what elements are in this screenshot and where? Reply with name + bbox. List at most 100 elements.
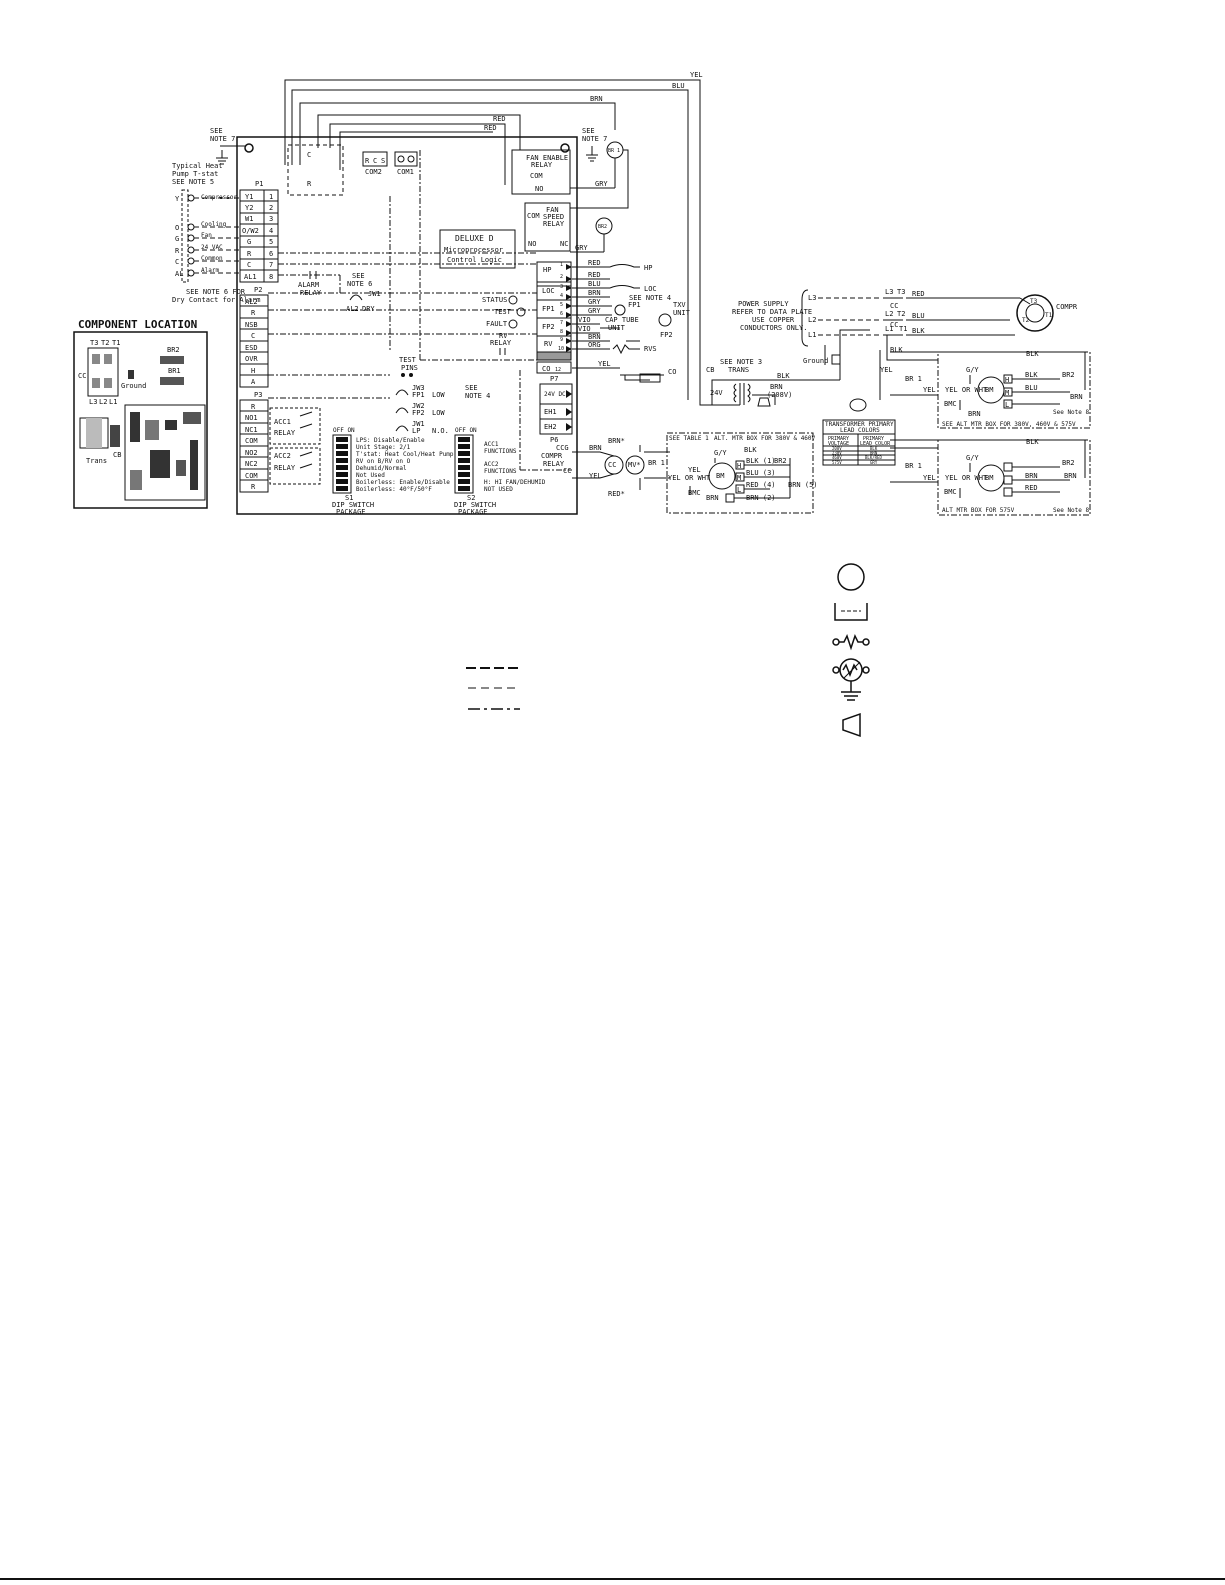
mid-blk: BLK: [744, 446, 757, 454]
cl-cb: CB: [113, 451, 121, 459]
rv-relay-1: RV: [499, 332, 508, 340]
page-bottom-rule: [0, 1578, 1225, 1580]
w-gry2: GRY: [588, 307, 601, 315]
term-hp: HP: [543, 266, 551, 274]
compr-relay-2: RELAY: [543, 460, 565, 468]
com2-block: [362, 151, 388, 167]
p1-n2: 2: [269, 204, 273, 212]
dip-s1-label-2: DIP SWITCH: [332, 501, 374, 509]
p2-ovr: OVR: [245, 355, 258, 363]
w-gry1: GRY: [588, 298, 601, 306]
dip-s1-body: [332, 434, 352, 494]
term-fp1-6: 6: [560, 311, 563, 317]
trans-label: TRANS: [728, 366, 749, 374]
top-bmc: BMC: [944, 400, 957, 408]
component-location-panel: COMPONENT LOCATION T3 T2 T1 CC L3 L2 L1 …: [73, 318, 208, 509]
br1-bot: BR 1: [905, 462, 922, 470]
alt-mtr-575: ALT MTR BOX FOR 575V: [942, 507, 1015, 514]
transformer-cb: [700, 329, 870, 407]
bot-gy: G/Y: [966, 454, 979, 462]
symbol-legend: [832, 563, 870, 738]
brn-208-1: BRN: [770, 383, 783, 391]
w-yel: YEL: [598, 360, 611, 368]
status-led: [508, 295, 518, 305]
p3-com2: COM: [245, 472, 258, 480]
cl-br1: BR1: [168, 367, 181, 375]
w-vio2: VIO: [578, 325, 591, 333]
wire-top-yel: YEL: [690, 71, 703, 79]
compr-t2: T2: [1022, 317, 1030, 324]
dip-s1-header: OFF ON: [333, 427, 355, 434]
note-6-1: SEE: [352, 272, 365, 280]
br1-symbol-label: BR 1: [608, 148, 620, 154]
term-loc-3: 3: [560, 284, 563, 290]
com1-block: [394, 151, 418, 167]
acc-relay-contacts: [269, 407, 321, 485]
alarm-relay: [309, 271, 317, 279]
p3-r1: R: [251, 403, 256, 411]
power-title-2: REFER TO DATA PLATE: [732, 308, 812, 316]
ps-blu: BLU: [912, 312, 925, 320]
dip-s1-7: Boilerless: Enable/Disable: [356, 479, 450, 486]
dip-s1-1: LPS: Disable/Enable: [356, 437, 425, 444]
w-brn: BRN: [588, 289, 601, 297]
board-title-1: DELUXE D: [455, 234, 494, 243]
com2-c: C: [373, 157, 377, 165]
cl-l2: L2: [99, 398, 107, 406]
ind-status: STATUS: [482, 296, 507, 304]
mid-brn2: BRN (2): [746, 494, 776, 502]
jw3-fp1: FP1: [412, 391, 425, 399]
note-7-right-1: SEE: [582, 127, 595, 135]
dip-s2-label-2: DIP SWITCH: [454, 501, 496, 509]
tt-r4-c: GRY: [870, 460, 878, 465]
jumper-jw1: JW1: [368, 290, 381, 298]
jw2-low: LOW: [432, 409, 445, 417]
top-gy: G/Y: [966, 366, 979, 374]
tstat-term-al: AL: [175, 270, 183, 278]
term-hp-1: 1: [560, 262, 563, 268]
p3-com1: COM: [245, 437, 258, 445]
dip-s2-func2: FUNCTIONS: [484, 468, 517, 475]
bot-bmc: BMC: [944, 488, 957, 496]
tstat-term-r: R: [175, 247, 180, 255]
term-rv: RV: [544, 340, 553, 348]
compr-t3: T3: [1030, 298, 1038, 305]
ground-icon: [841, 681, 861, 701]
cr-c: C: [307, 151, 311, 159]
transformer-table: [822, 419, 896, 466]
term-hp-2: 2: [560, 274, 563, 280]
test-pins-1: TEST: [399, 356, 417, 364]
thermostat: Typical Heat Pump T-stat SEE NOTE 5 Y O …: [172, 162, 261, 304]
terminal-arrows: [566, 264, 572, 352]
cl-cb-block: [110, 425, 120, 447]
p1-ow2: O/W2: [242, 227, 259, 235]
p2-al2: AL2: [245, 298, 258, 306]
tstat-note-1: SEE NOTE 6 FOR: [186, 288, 246, 296]
tstat-frame: [181, 189, 189, 283]
cable-tie: [849, 398, 867, 412]
yel-br1: YEL: [880, 366, 893, 374]
fuse-icon: [842, 712, 861, 738]
tstat-title-2: Pump T-stat: [172, 170, 218, 178]
acc1-relay-2: RELAY: [274, 429, 296, 437]
top-blu: BLU: [1025, 384, 1038, 392]
cc-l1: L1: [885, 325, 893, 333]
jw3: JW3: [412, 384, 425, 392]
dev-fp2: FP2: [660, 331, 673, 339]
dip-s2-h: H: HI FAN/DEHUMID: [484, 479, 546, 486]
ground-symbol-left: [216, 145, 245, 165]
cl-br2-block: [160, 356, 184, 364]
cl-t3: T3: [90, 339, 98, 347]
fan-speed-com: COM: [527, 212, 540, 220]
brn-208-2: (208V): [767, 391, 792, 399]
wire-top-blu: BLU: [672, 82, 685, 90]
right-terminal-strip: [536, 261, 572, 374]
alt-mtr-380-460: ALT. MTR BOX FOR 380V & 460V: [714, 435, 816, 442]
condensate-sensor-icon: [834, 603, 868, 621]
top-bm: BM: [985, 386, 993, 394]
co-sensor: [639, 373, 661, 383]
p7-eh1: EH1: [544, 408, 557, 416]
p7-block: [539, 383, 573, 435]
tt-r3-v: 460V: [832, 455, 842, 460]
cc-l2: L2: [885, 310, 893, 318]
